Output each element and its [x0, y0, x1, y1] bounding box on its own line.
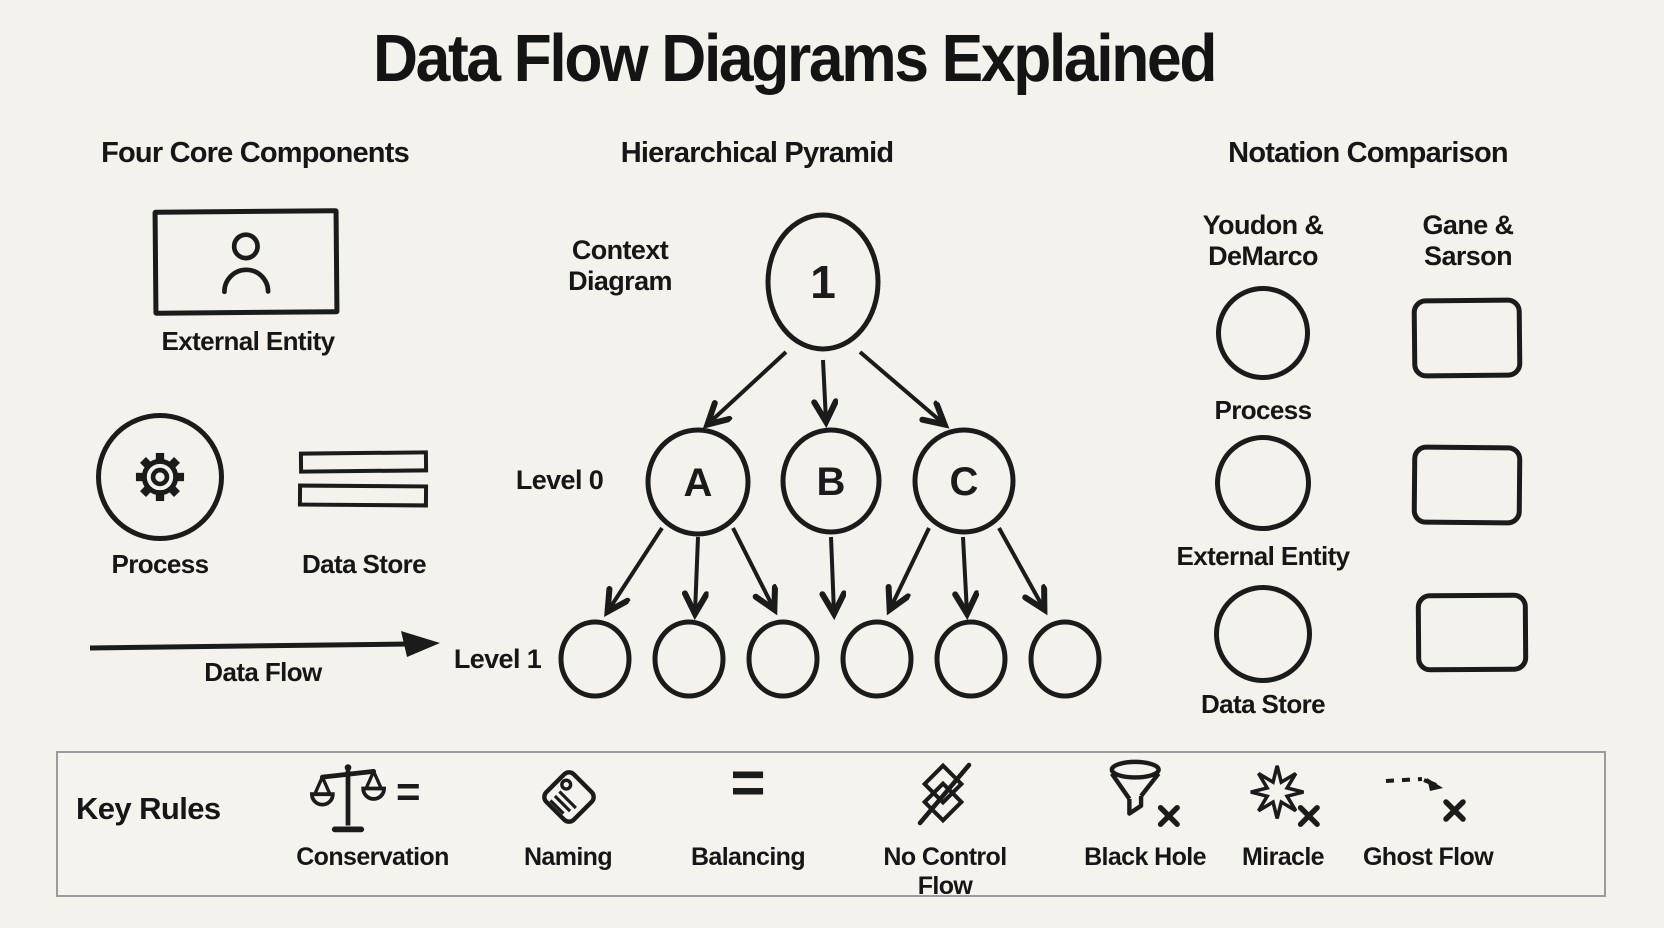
- starburst-x-icon: [1250, 765, 1320, 827]
- level0-node-a-label: A: [684, 461, 713, 505]
- crossed-diamonds-icon: [917, 762, 972, 826]
- notation-data-store-rect: [1415, 592, 1529, 673]
- context-to-level0-arrows: [708, 350, 944, 424]
- data-store-label: Data Store: [301, 549, 427, 579]
- data-store-bar-top: [298, 450, 429, 474]
- funnel-x-icon: [1109, 759, 1180, 827]
- notation-row-external-entity-label: External Entity: [1176, 541, 1350, 571]
- level1-node: [1028, 619, 1102, 699]
- black-hole-label: Black Hole: [1084, 843, 1206, 871]
- col1-line1: Youdon &: [1202, 210, 1324, 240]
- level0-to-level1-arrows: [608, 526, 1044, 613]
- notation-external-entity-rect: [1411, 444, 1523, 526]
- notation-process-circle: [1214, 284, 1312, 382]
- tag-icon: [542, 770, 596, 824]
- level0-node-c-label: C: [950, 460, 979, 504]
- data-flow-label: Data Flow: [204, 657, 322, 687]
- external-entity-label: External Entity: [161, 326, 335, 356]
- notation-heading: Notation Comparison: [1228, 137, 1508, 169]
- process-label: Process: [111, 549, 210, 579]
- gear-icon: [135, 452, 185, 502]
- notation-row-data-store-label: Data Store: [1200, 689, 1326, 719]
- no-control-flow-label: No Control Flow: [883, 843, 1007, 900]
- dashed-arrow-x-icon: [1385, 777, 1466, 822]
- page-title: Data Flow Diagrams Explained: [372, 21, 1217, 96]
- person-icon: [222, 232, 271, 295]
- level1-node: [558, 619, 632, 699]
- pyramid-graphic: 1 A B C: [558, 212, 1102, 699]
- naming-label: Naming: [523, 843, 613, 871]
- context-node-label: 1: [810, 256, 836, 308]
- notation-process-rect: [1411, 297, 1523, 379]
- notation-external-entity-circle: [1213, 433, 1313, 533]
- notation-data-store-circle: [1213, 584, 1313, 684]
- level0-label: Level 0: [515, 465, 604, 495]
- level1-node: [652, 619, 726, 699]
- process-shape: [96, 413, 224, 541]
- gane-sarson-column-header: Gane & Sarson: [1363, 210, 1573, 272]
- balance-scale-icon: [310, 764, 386, 833]
- level1-node: [840, 619, 914, 699]
- level1-label: Level 1: [453, 644, 542, 674]
- level0-node-c: [912, 427, 1016, 535]
- ghost-flow-label: Ghost Flow: [1362, 843, 1494, 871]
- key-rules-heading: Key Rules: [76, 791, 221, 826]
- external-entity-shape: [152, 208, 340, 316]
- balancing-label: Balancing: [690, 843, 806, 871]
- level0-node-b: [780, 427, 882, 535]
- col1-line2: DeMarco: [1208, 241, 1318, 271]
- col2-line2: Sarson: [1424, 241, 1513, 271]
- context-label-line1: Context: [571, 235, 669, 265]
- level1-nodes: [558, 619, 1102, 699]
- data-store-bar-bottom: [297, 483, 429, 508]
- conservation-equals: =: [396, 768, 421, 815]
- components-heading: Four Core Components: [101, 137, 410, 169]
- miracle-label: Miracle: [1242, 843, 1325, 871]
- conservation-label: Conservation: [296, 843, 449, 871]
- data-flow-arrow-icon: [89, 631, 440, 657]
- pyramid-heading: Hierarchical Pyramid: [620, 137, 894, 169]
- col2-line1: Gane &: [1422, 210, 1515, 240]
- level1-node: [746, 619, 820, 699]
- context-node: [765, 212, 881, 352]
- level0-node-b-label: B: [817, 460, 846, 504]
- level0-node-a: [645, 427, 751, 537]
- equals-icon: =: [730, 749, 766, 816]
- context-label-line2: Diagram: [568, 266, 672, 296]
- key-rules-panel: [56, 751, 1606, 897]
- context-diagram-label: Context Diagram: [545, 235, 695, 297]
- notation-row-process-label: Process: [1214, 395, 1313, 425]
- level1-node: [934, 619, 1008, 699]
- yourdon-demarco-column-header: Youdon & DeMarco: [1158, 210, 1368, 272]
